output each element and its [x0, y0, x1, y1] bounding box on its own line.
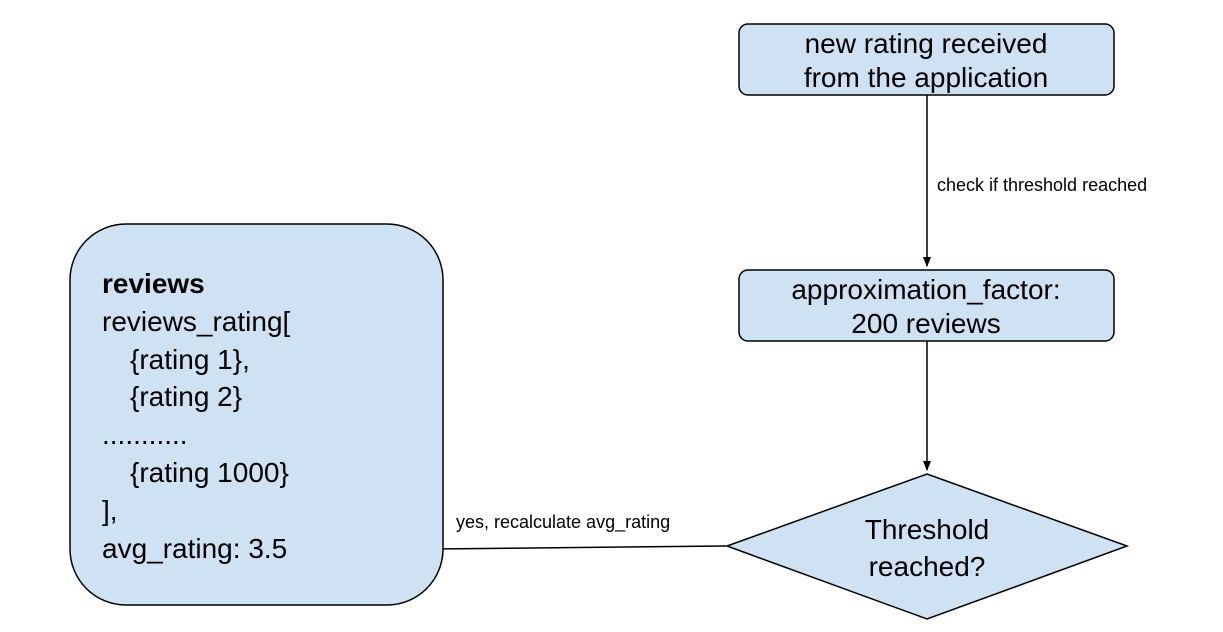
reviews-store-line-rating-1000: {rating 1000}	[130, 457, 289, 488]
node-reviews-store: reviews reviews_rating[ {rating 1}, {rat…	[69, 223, 444, 606]
node-threshold-decision-line-2: reached?	[869, 551, 986, 582]
node-threshold-decision-line-1: Threshold	[865, 514, 990, 545]
node-threshold-decision: Threshold reached?	[724, 473, 1130, 620]
node-new-rating-box	[738, 23, 1115, 96]
reviews-store-line-rating-1: {rating 1},	[130, 344, 250, 375]
reviews-store-line-array-close: ],	[102, 495, 118, 526]
reviews-store-line-rating-array: reviews_rating[	[102, 306, 291, 337]
edge-recalculate-label: yes, recalculate avg_rating	[456, 512, 670, 533]
reviews-store-line-ellipsis: ...........	[102, 419, 188, 450]
node-new-rating-line-1: new rating received	[805, 28, 1048, 59]
node-reviews-store-box	[69, 223, 444, 606]
node-approximation-factor: approximation_factor: 200 reviews	[738, 269, 1115, 342]
node-new-rating-line-2: from the application	[804, 62, 1048, 93]
node-new-rating: new rating received from the application	[738, 23, 1115, 96]
edge-check-threshold: check if threshold reached	[923, 95, 1147, 267]
node-approximation-factor-line-2: 200 reviews	[851, 308, 1000, 339]
node-approximation-factor-box	[738, 269, 1115, 342]
edge-check-threshold-label: check if threshold reached	[937, 175, 1147, 195]
node-threshold-decision-diamond	[724, 473, 1130, 620]
reviews-store-line-rating-2: {rating 2}	[130, 381, 242, 412]
node-approximation-factor-line-1: approximation_factor:	[791, 274, 1060, 305]
reviews-store-line-avg-rating: avg_rating: 3.5	[102, 533, 287, 564]
reviews-store-title: reviews	[102, 268, 205, 299]
